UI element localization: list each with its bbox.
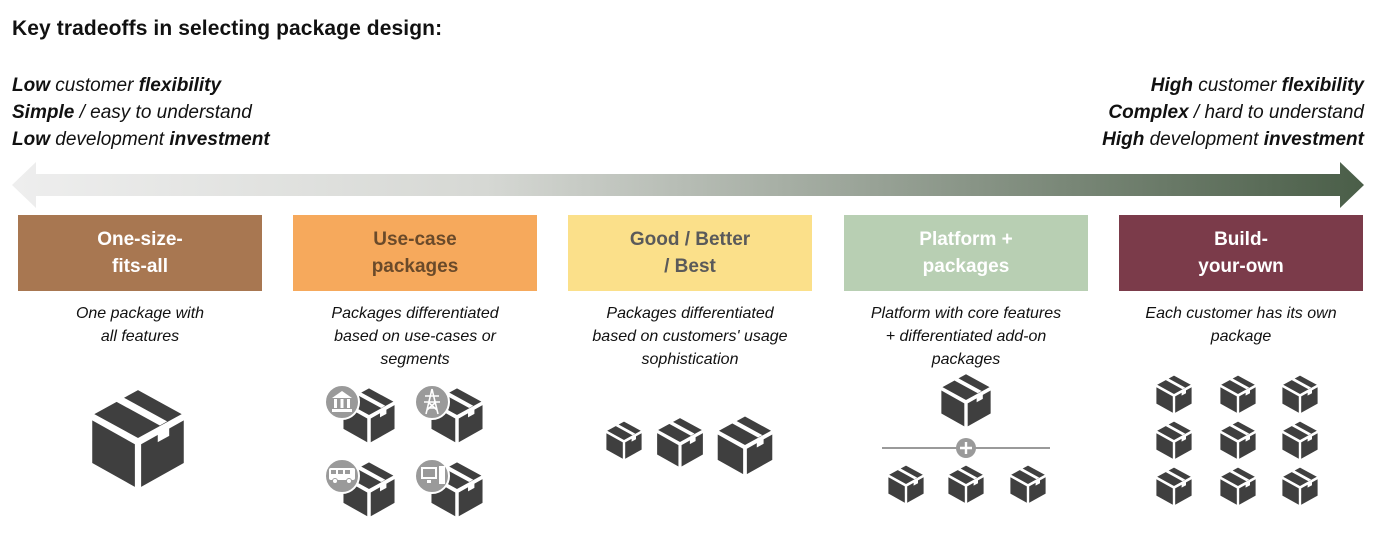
tiered-boxes-icon	[606, 416, 773, 475]
description-use-case-packages: Packages differentiated based on use-cas…	[331, 305, 499, 368]
description-one-size-fits-all: One package with all features	[75, 305, 205, 345]
left-line-3: Low development investment	[12, 129, 270, 150]
category-build-your-own: Build- your-own	[1119, 215, 1363, 291]
right-line-1: High customer flexibility	[1150, 75, 1364, 96]
right-line-3: High development investment	[1102, 129, 1364, 150]
single-large-box-icon	[86, 386, 190, 490]
left-line-2: Simple / easy to understand	[12, 102, 252, 123]
category-good-better-best: Good / Better / Best	[568, 215, 812, 291]
right-line-2: Complex / hard to understand	[1108, 102, 1364, 123]
page-title: Key tradeoffs in selecting package desig…	[12, 17, 443, 40]
category-use-case-packages: Use-case packages	[293, 215, 537, 291]
tradeoff-arrow	[12, 162, 1364, 208]
low-end-labels: Low customer flexibility Simple / easy t…	[12, 72, 270, 153]
category-platform-packages: Platform + packages	[844, 215, 1088, 291]
box-grid-icon	[1156, 375, 1318, 505]
left-line-1: Low customer flexibility	[12, 75, 222, 96]
power-tower-icon	[414, 384, 450, 420]
computer-icon	[414, 458, 450, 494]
bank-icon	[324, 384, 360, 420]
description-build-your-own: Each customer has its own package	[1145, 305, 1337, 345]
category-one-size-fits-all: One-size- fits-all	[18, 215, 262, 291]
description-platform-packages: Platform with core features + differenti…	[870, 305, 1062, 368]
high-end-labels: High customer flexibility Complex / hard…	[1102, 72, 1364, 153]
bus-icon	[324, 458, 360, 494]
platform-addon-boxes-icon	[882, 374, 1050, 503]
description-good-better-best: Packages differentiated based on custome…	[592, 305, 788, 368]
use-case-boxes-icon	[324, 384, 483, 517]
